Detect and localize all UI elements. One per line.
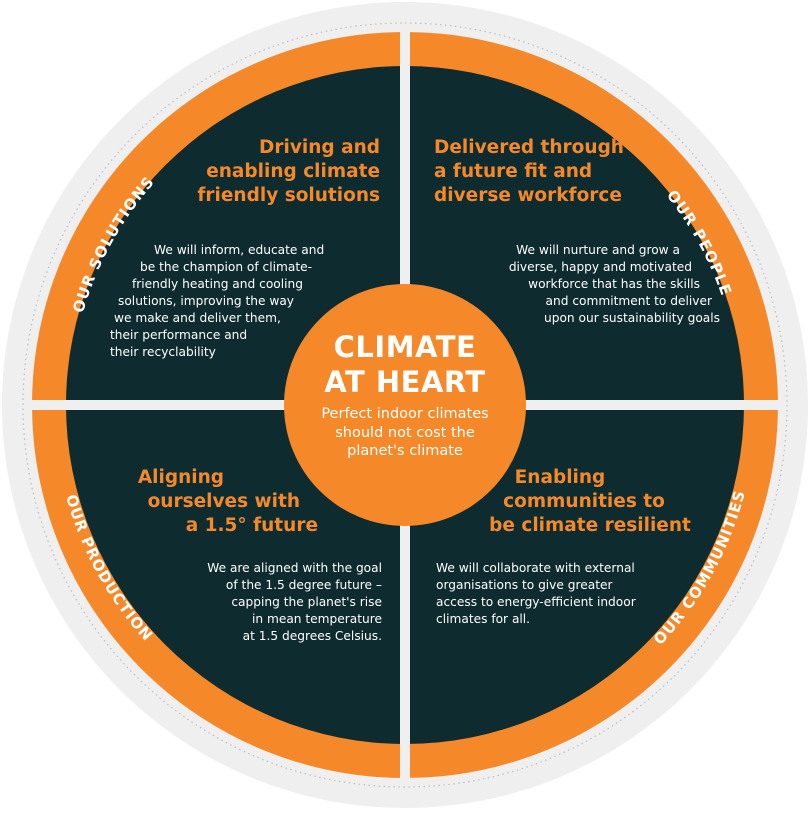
outer-dotted-ring (22, 22, 788, 788)
center-circle (284, 284, 526, 526)
production-body: We are aligned with the goal of the 1.5 … (207, 561, 382, 643)
center-subtitle: Perfect indoor climates should not cost … (321, 406, 489, 459)
solutions-body: We will inform, educate and be the champ… (110, 243, 325, 359)
people-title: Delivered through a future fit and diver… (434, 137, 624, 206)
center-text: CLIMATE AT HEART Perfect indoor climates… (290, 330, 520, 461)
communities-body: We will collaborate with external organi… (436, 561, 636, 626)
people-body: We will nurture and grow a diverse, happ… (508, 243, 720, 325)
communities-title: Enabling communities to be climate resil… (489, 467, 691, 536)
center-title: CLIMATE AT HEART (324, 330, 486, 399)
production-title: Aligning ourselves with a 1.5° future (137, 467, 318, 536)
solutions-title: Driving and enabling climate friendly so… (197, 137, 380, 206)
